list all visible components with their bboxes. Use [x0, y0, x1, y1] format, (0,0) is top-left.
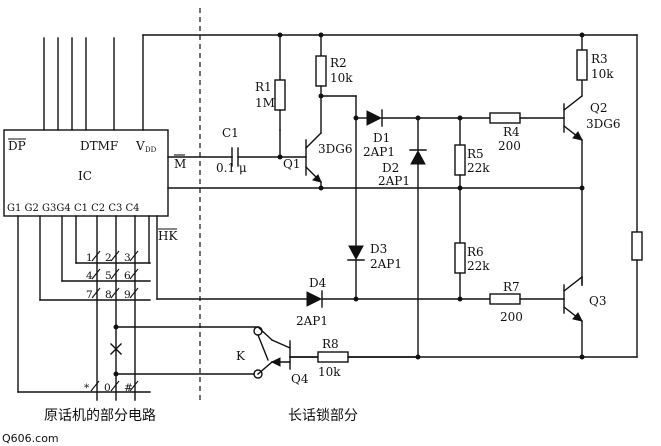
diode-d3	[348, 245, 364, 261]
switch-k-name: K	[236, 349, 246, 363]
q2-emitter-arrow	[572, 131, 583, 141]
d1-name: D1	[373, 131, 390, 145]
q4-emitter-arrow	[270, 357, 281, 367]
watermark: Q606.com	[2, 432, 59, 445]
key-contact	[110, 380, 120, 392]
d2-name: D2	[382, 161, 399, 175]
wire	[257, 361, 273, 375]
ic-pin-dtmf: DTMF	[80, 139, 118, 153]
d4-type: 2AP1	[296, 314, 328, 328]
d1-type: 2AP1	[363, 145, 395, 159]
key-4: 4	[86, 270, 93, 282]
ic-pin-vdd-sub: DD	[145, 146, 157, 154]
q1-emitter-arrow	[312, 174, 322, 183]
key-contact	[129, 268, 139, 280]
cut-mark	[110, 343, 122, 355]
resistor-r5	[454, 144, 466, 176]
d3-name: D3	[370, 242, 387, 256]
q2-type: 3DG6	[586, 117, 620, 131]
r2-value: 10k	[330, 71, 353, 85]
q1-type: 3DG6	[318, 142, 352, 156]
d4-name: D4	[309, 276, 327, 290]
key-contact	[91, 250, 101, 262]
r1-name: R1	[255, 80, 272, 94]
resistor-r7	[489, 293, 521, 305]
r1-value: 1M	[255, 96, 275, 110]
diode-d4	[306, 291, 323, 307]
key-9: 9	[124, 289, 131, 301]
key-hash: #	[124, 382, 133, 394]
key-2: 2	[105, 252, 112, 264]
resistor-r2	[315, 55, 327, 87]
c1-name: C1	[222, 126, 239, 140]
q3-collector	[563, 276, 583, 292]
r4-value: 200	[498, 139, 521, 153]
switch-k-terminal-top	[253, 326, 263, 336]
ic-pin-m: M	[174, 157, 186, 171]
key-contact	[110, 250, 120, 262]
r2-name: R2	[330, 56, 347, 70]
r7-value: 200	[500, 310, 523, 324]
key-contact	[90, 380, 100, 392]
d3-type: 2AP1	[370, 257, 402, 271]
q4-collector	[271, 339, 291, 349]
q3-name: Q3	[589, 294, 606, 308]
q1-collector	[305, 132, 322, 149]
ic-label: IC	[78, 169, 92, 183]
r3-name: R3	[591, 52, 608, 66]
d2-type: 2AP1	[378, 174, 410, 188]
resistor-r4	[489, 112, 521, 124]
r5-value: 22k	[467, 161, 490, 175]
key-contact	[91, 287, 101, 299]
key-8: 8	[105, 289, 112, 301]
q2-name: Q2	[590, 101, 607, 115]
resistor-r6	[454, 242, 466, 274]
q2-collector	[563, 95, 583, 111]
key-6: 6	[124, 270, 131, 282]
r6-value: 22k	[467, 259, 490, 273]
r7-name: R7	[503, 280, 520, 294]
caption-long-distance-lock: 长话锁部分	[288, 408, 358, 424]
key-contact	[129, 380, 139, 392]
r5-name: R5	[467, 147, 484, 161]
key-5: 5	[105, 270, 112, 282]
switch-k-lever	[257, 334, 269, 361]
r6-name: R6	[467, 245, 484, 259]
key-0: 0	[104, 382, 111, 394]
key-contact	[110, 287, 120, 299]
r4-name: R4	[503, 125, 520, 139]
key-contact	[129, 250, 139, 262]
q3-emitter-arrow	[572, 312, 583, 322]
key-7: 7	[86, 289, 93, 301]
diode-d1	[366, 110, 383, 126]
diode-d2	[410, 149, 426, 165]
resistor-r1	[274, 79, 286, 111]
key-contact	[110, 268, 120, 280]
c1-value: 0.1 μ	[216, 161, 247, 175]
resistor-right	[631, 231, 643, 261]
q4-name: Q4	[291, 372, 309, 386]
r8-value: 10k	[318, 365, 341, 379]
r8-name: R8	[322, 337, 339, 351]
key-1: 1	[86, 252, 93, 264]
ic-pin-dp: DP	[8, 139, 26, 153]
key-3: 3	[124, 252, 131, 264]
key-contact	[91, 268, 101, 280]
ic-bottom-pins: G1 G2 G3G4 C1 C2 C3 C4	[7, 203, 140, 214]
key-star: *	[84, 382, 90, 394]
key-contact	[129, 287, 139, 299]
resistor-r8	[317, 351, 349, 363]
q1-name: Q1	[283, 157, 300, 171]
ic-pin-vdd: V	[135, 139, 145, 153]
r3-value: 10k	[591, 67, 614, 81]
ic-pin-hk: HK	[158, 229, 178, 243]
resistor-r3	[576, 49, 588, 81]
wire	[257, 326, 273, 341]
caption-original-phone: 原话机的部分电路	[44, 408, 156, 424]
